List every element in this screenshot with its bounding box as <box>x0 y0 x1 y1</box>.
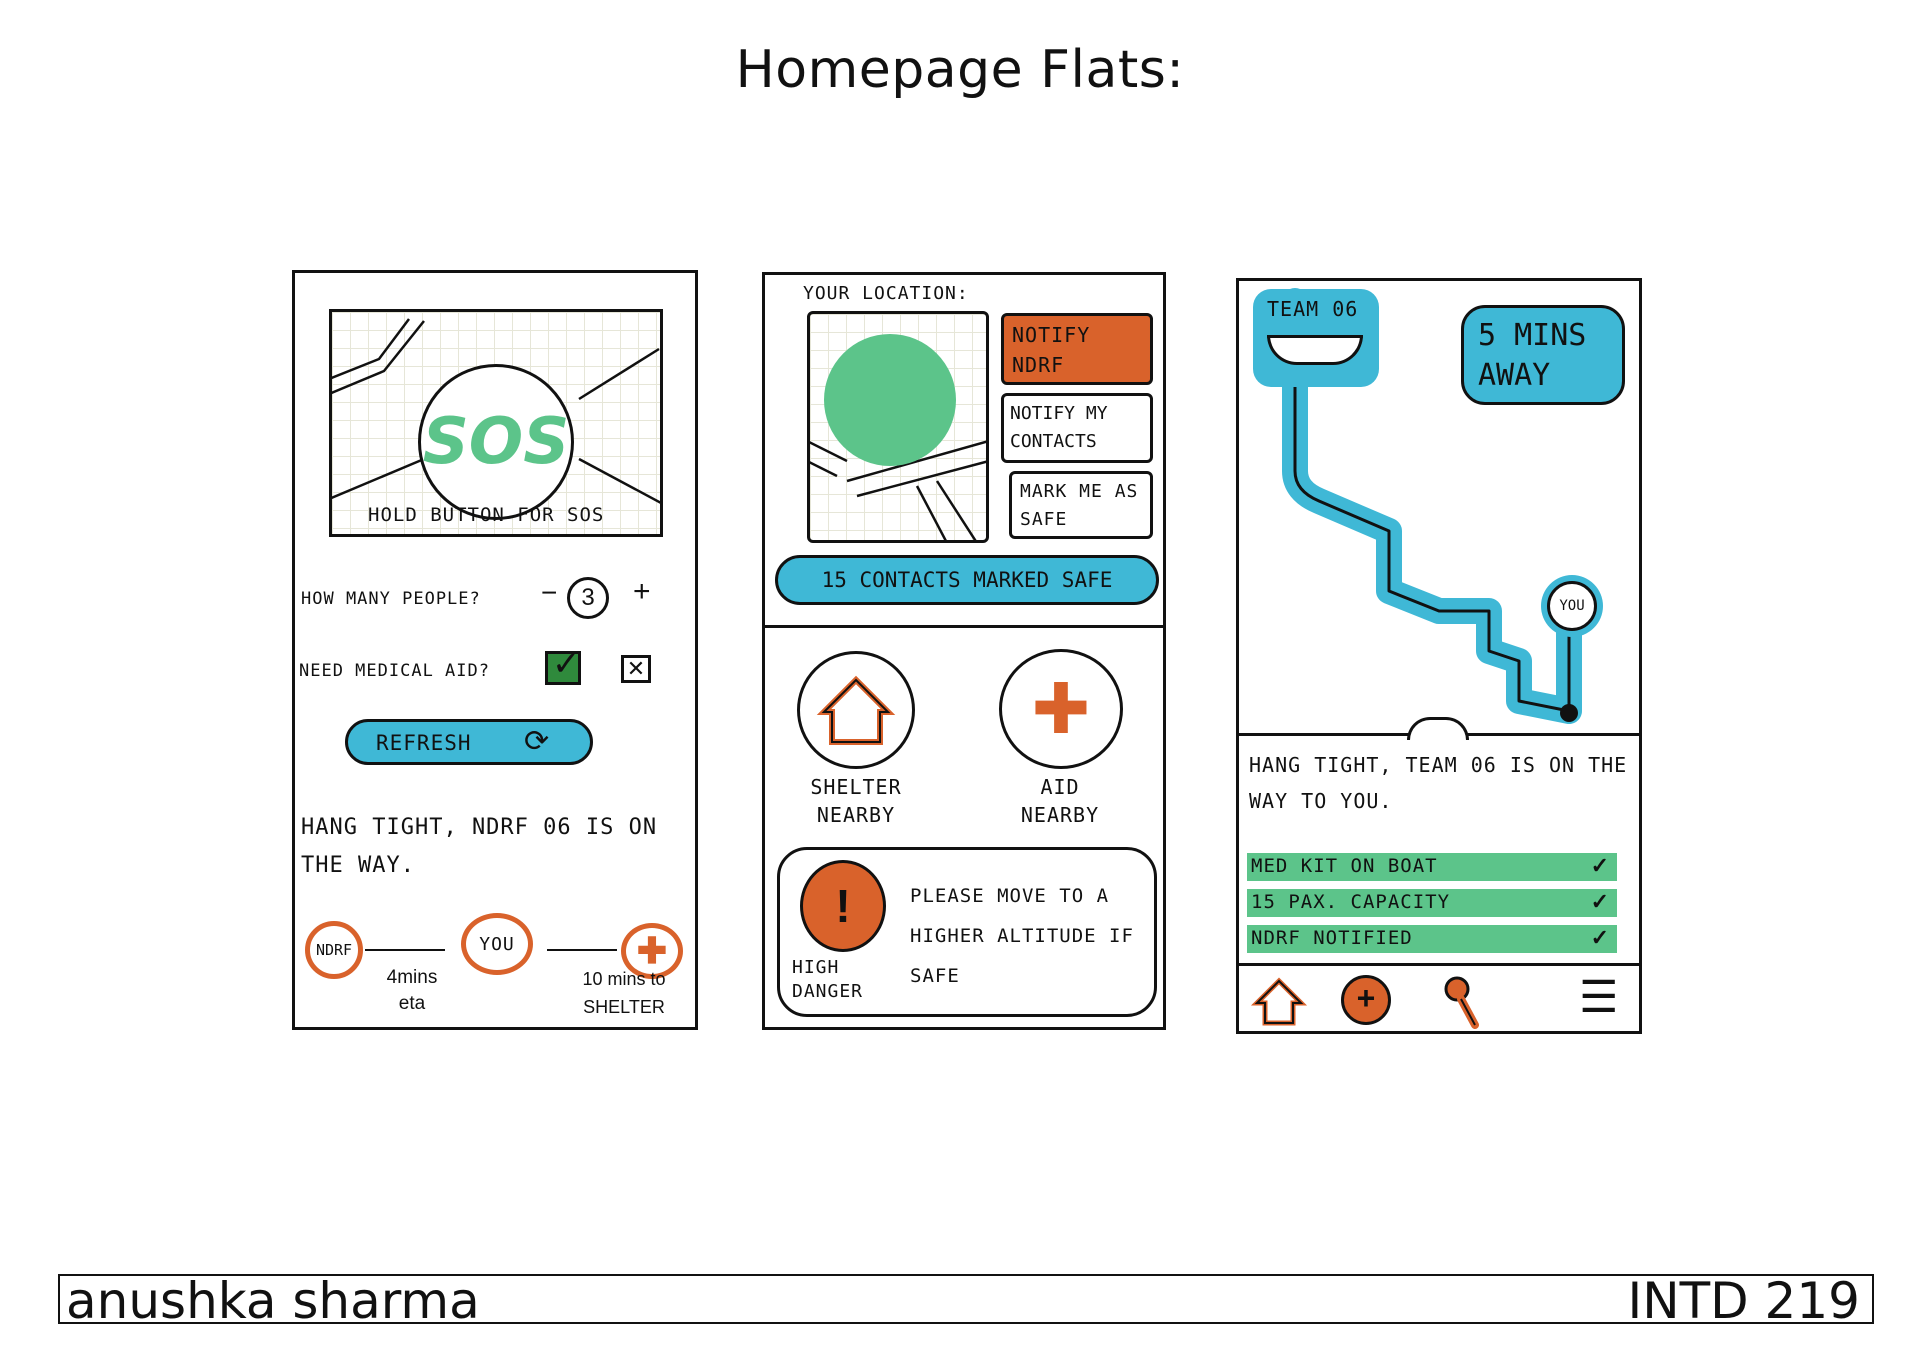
danger-card: ! HIGH DANGER PLEASE MOVE TO A HIGHER AL… <box>777 847 1157 1017</box>
map-roads <box>810 440 986 540</box>
refresh-button[interactable]: REFRESH ⟳ <box>345 719 593 765</box>
sos-map-panel: SOS HOLD BUTTON FOR SOS <box>329 309 663 537</box>
contacts-safe-banner[interactable]: 15 CONTACTS MARKED SAFE <box>775 555 1159 605</box>
home-icon <box>816 675 896 745</box>
phone-screen-tracking: TEAM 06 5 MINS AWAY YOU HANG TIGHT, TEAM… <box>1236 278 1642 1034</box>
location-map <box>807 311 989 543</box>
you-pin: YOU <box>1547 581 1597 631</box>
people-plus-button[interactable]: + <box>633 575 651 608</box>
people-minus-button[interactable]: − <box>541 577 558 608</box>
refresh-label: REFRESH <box>376 731 472 755</box>
status-text: HANG TIGHT, TEAM 06 IS ON THE WAY TO YOU… <box>1249 753 1628 813</box>
team-label: TEAM 06 <box>1267 297 1359 321</box>
refresh-icon: ⟳ <box>524 725 550 758</box>
ndrf-node: NDRF <box>305 921 363 979</box>
nav-divider <box>1239 963 1639 966</box>
shelter-nearby-button[interactable] <box>797 651 915 769</box>
notify-ndrf-button[interactable]: NOTIFY NDRF <box>1001 313 1153 385</box>
danger-message: PLEASE MOVE TO A HIGHER ALTITUDE IF SAFE <box>910 885 1134 987</box>
shelter-label: SHELTER NEARBY <box>810 775 902 827</box>
divider <box>765 625 1163 628</box>
check-icon: ✓ <box>1590 889 1609 914</box>
author-name: anushka sharma <box>66 1272 480 1330</box>
location-marker <box>824 334 956 466</box>
checklist-item: MED KIT ON BOAT ✓ <box>1247 853 1617 881</box>
aid-cross-icon: ✚ <box>636 930 668 971</box>
danger-label: HIGH DANGER <box>792 957 864 1002</box>
page-title: Homepage Flats: <box>735 40 1185 100</box>
x-icon: ✕ <box>626 656 646 681</box>
checklist-item: NDRF NOTIFIED ✓ <box>1247 925 1617 953</box>
map-roads <box>329 318 663 506</box>
checklist: MED KIT ON BOAT ✓ 15 PAX. CAPACITY ✓ NDR… <box>1247 853 1617 953</box>
location-label: YOUR LOCATION: <box>803 283 969 304</box>
phone-screen-sos: SOS HOLD BUTTON FOR SOS HOW MANY PEOPLE?… <box>292 270 698 1030</box>
medical-label: NEED MEDICAL AID? <box>299 661 490 681</box>
phone-screen-location: YOUR LOCATION: NOTIFY NDRF NOTIFY MY CON… <box>762 272 1166 1030</box>
warning-icon: ! <box>800 860 886 952</box>
home-icon[interactable] <box>1249 973 1309 1029</box>
aid-cross-icon: ✚ <box>1031 670 1091 748</box>
timeline-line-1 <box>365 949 445 951</box>
aid-label: AID NEARBY <box>1020 775 1100 827</box>
medical-no-checkbox[interactable]: ✕ <box>621 655 651 683</box>
boat-icon <box>1267 335 1363 365</box>
location-pin-icon[interactable] <box>1437 973 1487 1031</box>
check-icon: ✓ <box>1590 853 1609 878</box>
people-label: HOW MANY PEOPLE? <box>301 589 481 609</box>
shelter-node: ✚ <box>621 923 683 979</box>
course-code: INTD 219 <box>1627 1272 1860 1330</box>
sos-label: SOS <box>422 405 570 479</box>
aid-nav-icon[interactable]: + <box>1341 975 1391 1025</box>
eta-badge: 5 MINS AWAY <box>1461 305 1625 405</box>
team-badge: TEAM 06 <box>1253 289 1379 387</box>
sos-button[interactable]: SOS <box>418 364 574 520</box>
check-icon: ✓ <box>552 645 581 683</box>
medical-yes-checkbox[interactable]: ✓ <box>545 645 581 685</box>
shelter-eta-label: 10 mins to SHELTER <box>582 969 666 1017</box>
timeline-line-2 <box>547 949 617 951</box>
you-node: YOU <box>461 913 533 975</box>
mark-safe-button[interactable]: MARK ME AS SAFE <box>1009 471 1153 539</box>
status-text: HANG TIGHT, NDRF 06 IS ON THE WAY. <box>301 815 658 878</box>
bottom-nav: + ☰ <box>1239 969 1639 1031</box>
route-map <box>1282 288 1582 724</box>
check-icon: ✓ <box>1590 925 1609 950</box>
checklist-item: 15 PAX. CAPACITY ✓ <box>1247 889 1617 917</box>
footer: anushka sharma INTD 219 <box>58 1272 1874 1330</box>
eta-label: 4mins eta <box>386 967 438 1014</box>
hold-hint: HOLD BUTTON FOR SOS <box>368 504 605 526</box>
notify-contacts-button[interactable]: NOTIFY MY CONTACTS <box>1001 393 1153 463</box>
people-count: 3 <box>567 577 609 619</box>
aid-nearby-button[interactable]: ✚ <box>999 649 1123 769</box>
menu-icon[interactable]: ☰ <box>1579 973 1619 1022</box>
